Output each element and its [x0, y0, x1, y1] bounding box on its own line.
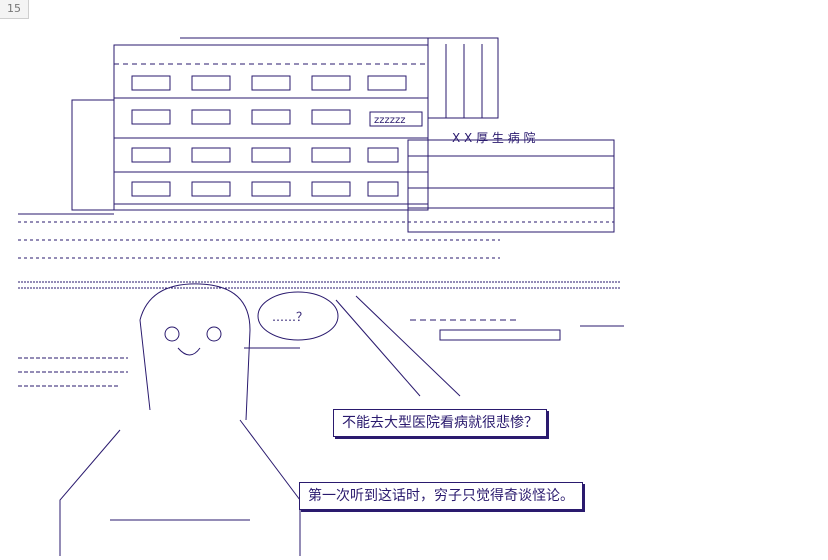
snore-box: [369, 111, 423, 127]
window-row: [131, 109, 351, 125]
caption-box: 不能去大型医院看病就很悲惨？: [333, 409, 547, 437]
thought-bubble: [257, 291, 339, 341]
hospital-sign: X X 厚 生 病 院: [452, 130, 536, 145]
caption-box: 第一次听到这话时，穷子只觉得奇谈怪论。: [299, 482, 583, 510]
window-row: [131, 181, 399, 197]
hospital-building: [18, 37, 615, 233]
bush: [18, 357, 128, 387]
bald-man: [59, 283, 301, 556]
page-number: 15: [0, 0, 29, 19]
window-row: [131, 147, 399, 163]
bubble-text: ……？: [272, 310, 308, 324]
window-row: [131, 75, 407, 91]
snore-text: zzzzzz: [374, 115, 406, 126]
fence-rows: [18, 221, 614, 259]
